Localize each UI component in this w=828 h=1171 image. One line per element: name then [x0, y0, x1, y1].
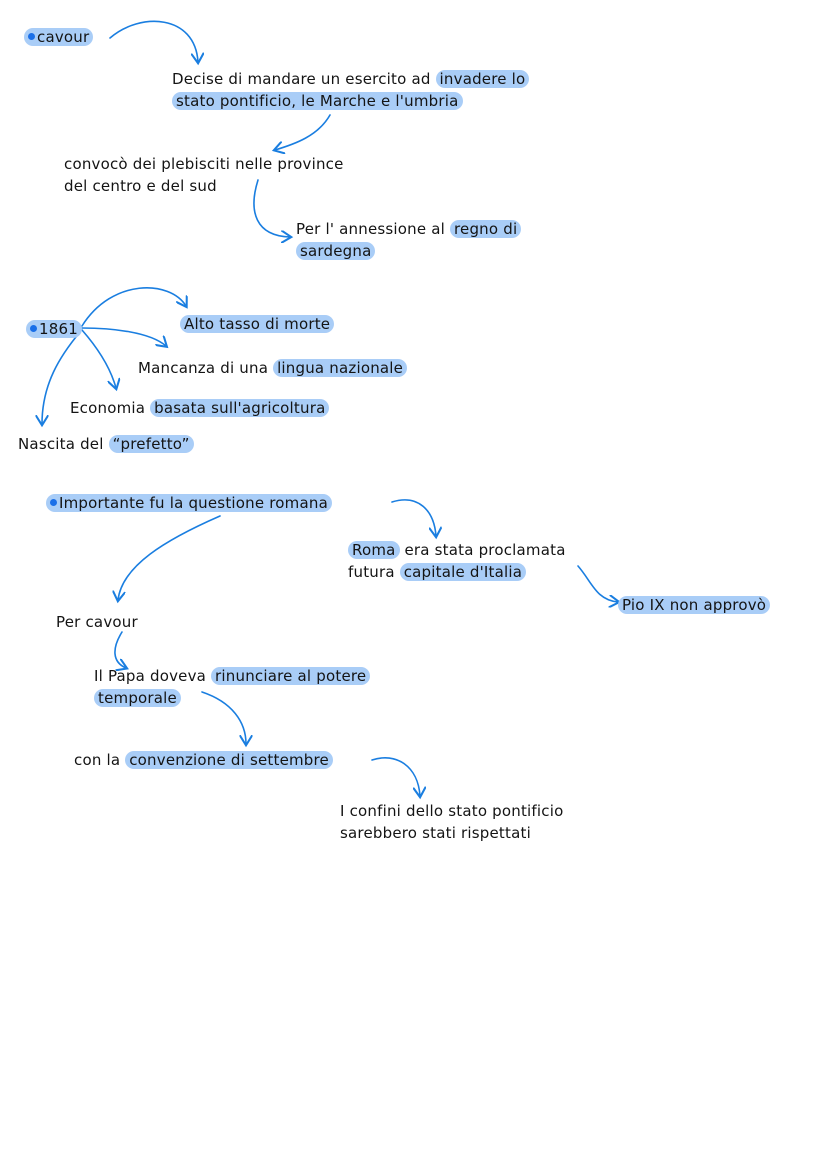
- node-nascita-a: Nascita del: [18, 435, 109, 453]
- node-nascita: Nascita del “prefetto”: [18, 433, 194, 455]
- arrow-1861-to-alto-tasso: [81, 287, 186, 327]
- node-per-cavour: Per cavour: [56, 611, 138, 633]
- node-decise-line2: stato pontificio, le Marche e l'umbria: [172, 92, 463, 110]
- arrow-cavour-to-decise: [109, 20, 198, 62]
- node-confini: I confini dello stato pontificio sarebbe…: [340, 800, 563, 844]
- node-mancanza-b: lingua nazionale: [273, 359, 408, 377]
- arrow-decise-to-convoco: [275, 114, 331, 150]
- node-questione-text: Importante fu la questione romana: [59, 494, 328, 512]
- node-economia-b: basata sull'agricoltura: [150, 399, 330, 417]
- arrow-convenzione-to-confini: [371, 756, 420, 796]
- node-questione: Importante fu la questione romana: [46, 492, 332, 514]
- node-economia: Economia basata sull'agricoltura: [70, 397, 330, 419]
- node-mancanza: Mancanza di una lingua nazionale: [138, 357, 408, 379]
- bullet-icon: [30, 325, 37, 332]
- bullet-icon: [50, 499, 57, 506]
- arrow-roma-to-pio: [577, 565, 618, 602]
- arrow-per-cavour-to-papa: [114, 631, 126, 668]
- node-roma-line2b: capitale d'Italia: [399, 563, 527, 581]
- arrow-1861-to-economia: [81, 329, 116, 388]
- arrow-1861-to-mancanza: [81, 327, 166, 346]
- node-convenzione-b: convenzione di settembre: [125, 751, 333, 769]
- arrow-1861-to-nascita: [42, 331, 81, 424]
- node-nascita-b: “prefetto”: [108, 435, 194, 453]
- node-cavour: cavour: [24, 26, 94, 48]
- node-roma-line1a: Roma: [348, 541, 400, 559]
- node-convoco: convocò dei plebisciti nelle province de…: [64, 153, 344, 197]
- node-papa-line1a: Il Papa doveva: [94, 667, 212, 685]
- node-annessione-line2: sardegna: [296, 242, 376, 260]
- node-economia-a: Economia: [70, 399, 151, 417]
- node-1861: 1861: [26, 318, 82, 340]
- node-convoco-line2: del centro e del sud: [64, 177, 217, 195]
- node-papa-line2: temporale: [94, 689, 181, 707]
- node-mancanza-a: Mancanza di una: [138, 359, 274, 377]
- node-alto-tasso: Alto tasso di morte: [180, 313, 335, 335]
- node-roma: Roma era stata proclamata futura capital…: [348, 539, 566, 583]
- node-convoco-line1: convocò dei plebisciti nelle province: [64, 155, 344, 173]
- node-convenzione-a: con la: [74, 751, 126, 769]
- node-papa: Il Papa doveva rinunciare al potere temp…: [94, 665, 371, 709]
- arrow-convoco-to-annessione: [253, 179, 290, 237]
- node-confini-line2: sarebbero stati rispettati: [340, 824, 531, 842]
- node-convenzione: con la convenzione di settembre: [74, 749, 333, 771]
- node-pio: Pio IX non approvò: [618, 594, 771, 616]
- node-cavour-text: cavour: [37, 28, 90, 46]
- arrow-questione-to-per-cavour: [118, 515, 221, 600]
- node-per-cavour-text: Per cavour: [56, 613, 138, 631]
- node-1861-text: 1861: [39, 320, 78, 338]
- node-decise: Decise di mandare un esercito ad invader…: [172, 68, 530, 112]
- node-annessione-line1b: regno di: [449, 220, 522, 238]
- node-roma-line1b: era stata proclamata: [399, 541, 566, 559]
- node-annessione: Per l' annessione al regno di sardegna: [296, 218, 522, 262]
- bullet-icon: [28, 33, 35, 40]
- node-decise-line1b: invadere lo: [435, 70, 530, 88]
- node-roma-line2a: futura: [348, 563, 400, 581]
- node-decise-line1a: Decise di mandare un esercito ad: [172, 70, 436, 88]
- node-annessione-line1a: Per l' annessione al: [296, 220, 450, 238]
- arrow-questione-to-roma: [391, 499, 436, 536]
- node-confini-line1: I confini dello stato pontificio: [340, 802, 564, 820]
- node-papa-line1b: rinunciare al potere: [211, 667, 371, 685]
- arrow-papa-to-convenzione: [201, 691, 246, 744]
- node-pio-text: Pio IX non approvò: [618, 596, 771, 614]
- node-alto-tasso-text: Alto tasso di morte: [180, 315, 335, 333]
